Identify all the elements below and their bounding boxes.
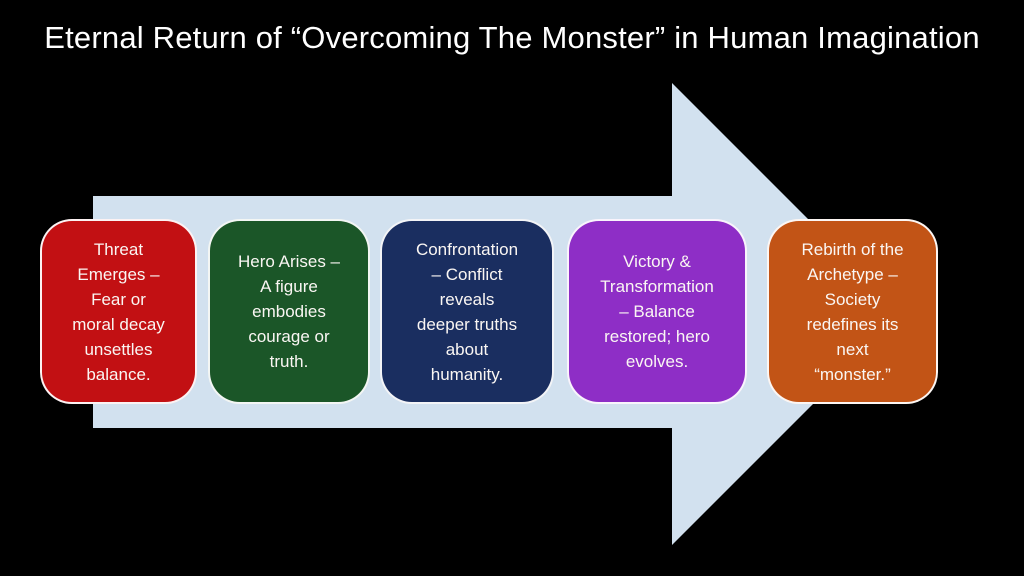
- stage-label: Confrontation – Conflict reveals deeper …: [415, 239, 519, 384]
- stage-box-confrontation: Confrontation – Conflict reveals deeper …: [380, 219, 554, 404]
- stage-box-threat-emerges: Threat Emerges – Fear or moral decay uns…: [40, 219, 197, 404]
- stage-label: Hero Arises – A figure embodies courage …: [237, 252, 341, 371]
- stage-label: Rebirth of the Archetype – Society redef…: [801, 239, 904, 384]
- stage-label: Victory & Transformation – Balance resto…: [600, 252, 714, 371]
- stage-label: Threat Emerges – Fear or moral decay uns…: [72, 239, 165, 384]
- stage-box-rebirth-of-archetype: Rebirth of the Archetype – Society redef…: [767, 219, 938, 404]
- stage-box-hero-arises: Hero Arises – A figure embodies courage …: [208, 219, 370, 404]
- stage-box-victory-transformation: Victory & Transformation – Balance resto…: [567, 219, 747, 404]
- slide-title: Eternal Return of “Overcoming The Monste…: [44, 20, 980, 55]
